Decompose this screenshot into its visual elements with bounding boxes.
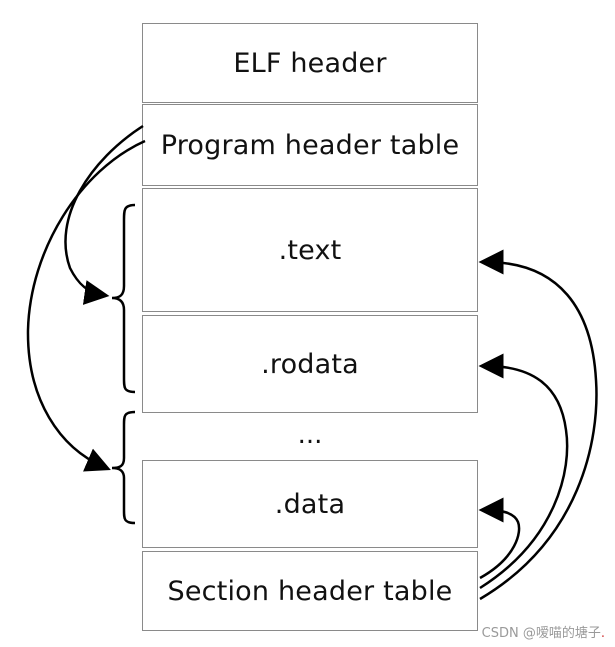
left-brace-upper xyxy=(111,203,136,394)
left-brace-lower xyxy=(111,410,136,525)
csdn-watermark: CSDN @嗳喵的塘子. xyxy=(482,622,605,641)
text-section-box: .text xyxy=(142,188,478,312)
arrow-sht-to-rodata xyxy=(478,353,569,590)
arrow-sht-to-text xyxy=(478,249,598,601)
watermark-text: CSDN @嗳喵的塘子 xyxy=(481,626,601,641)
ellipsis-label: ... xyxy=(297,420,323,450)
section-header-table-box: Section header table xyxy=(142,551,478,631)
arrow-pht-to-upper-group xyxy=(64,124,144,305)
program-header-table-label: Program header table xyxy=(160,129,460,161)
data-section-label: .data xyxy=(274,488,346,520)
watermark-dot: . xyxy=(600,626,605,641)
text-section-label: .text xyxy=(278,234,342,266)
rodata-section-box: .rodata xyxy=(142,315,478,413)
section-header-table-label: Section header table xyxy=(167,575,453,607)
program-header-table-box: Program header table xyxy=(142,104,478,186)
arrow-pht-to-lower-group xyxy=(26,139,146,472)
elf-header-box: ELF header xyxy=(142,23,478,103)
data-section-box: .data xyxy=(142,460,478,548)
elf-header-label: ELF header xyxy=(233,47,387,79)
arrow-sht-to-data xyxy=(478,497,521,580)
rodata-section-label: .rodata xyxy=(261,348,359,380)
